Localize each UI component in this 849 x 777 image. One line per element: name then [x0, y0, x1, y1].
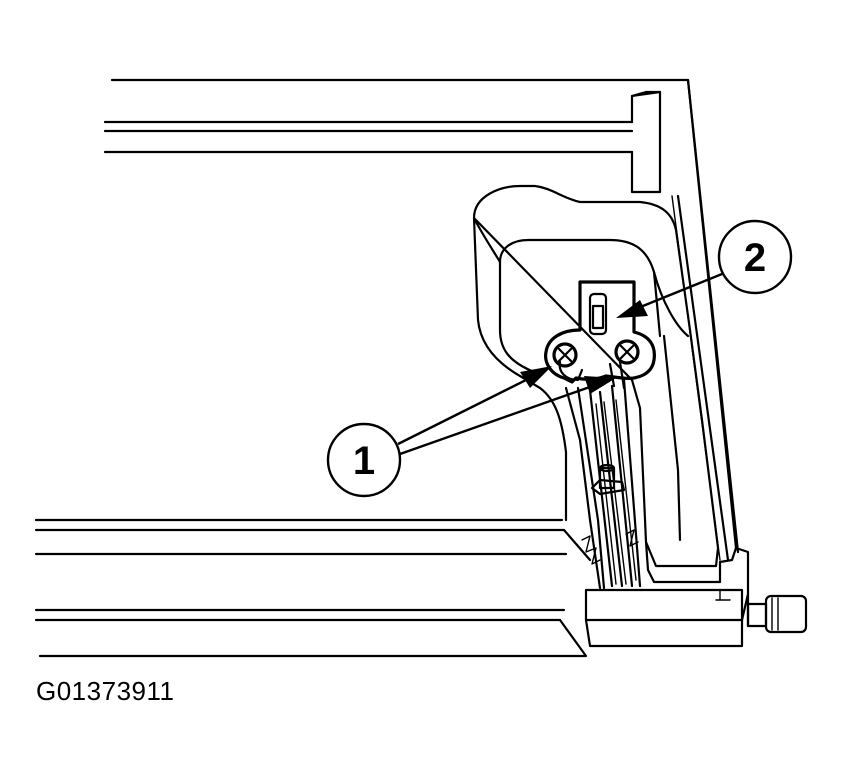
- screw-left: [552, 342, 578, 368]
- screw-right: [614, 339, 640, 365]
- callout-2: 2: [616, 219, 793, 318]
- bottom-bracket: [584, 588, 808, 648]
- mounting-plate: [544, 280, 656, 390]
- regulator-channel: [564, 378, 642, 590]
- callout-1: 1: [326, 366, 616, 498]
- callout-1-label: 1: [353, 439, 375, 483]
- bottom-frame-rail: [34, 518, 592, 658]
- callout-2-label: 2: [744, 236, 766, 280]
- right-frame-side: [658, 78, 740, 562]
- top-frame-rail: [103, 78, 662, 194]
- figure-id: G01373911: [36, 676, 175, 706]
